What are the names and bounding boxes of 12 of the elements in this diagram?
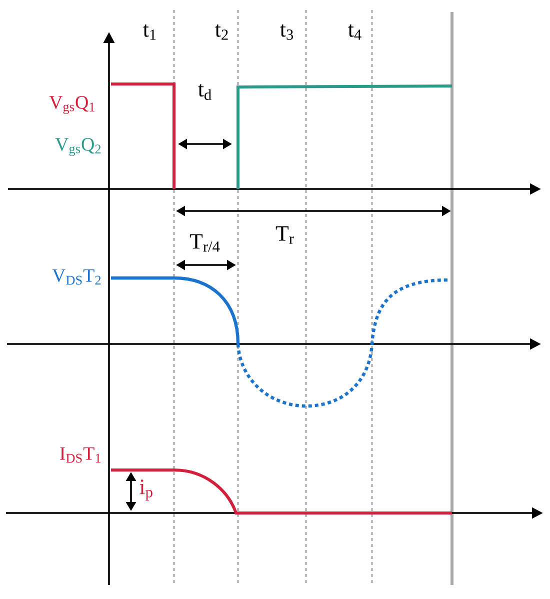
signal-label: V$_{DS}$T$_{2}$ — [52, 269, 101, 285]
signal-label: V$_{gs}$Q$_{2}$ — [55, 138, 101, 156]
signal-label: I$_{DS}$T$_{1}$ — [60, 447, 100, 463]
time-label: t$_{4}$ — [348, 24, 362, 40]
dimension-label: T$_{r/4}$ — [190, 234, 220, 252]
signal-label: V$_{gs}$Q$_{1}$ — [49, 96, 94, 114]
time-label: t$_{2}$ — [215, 24, 228, 40]
dimension-label: T$_{r}$ — [276, 226, 294, 244]
dimension-label: t$_{d}$ — [198, 84, 212, 100]
dimension-label: i$_{p}$ — [140, 480, 152, 500]
time-label: t$_{1}$ — [143, 24, 156, 40]
time-label: t$_{3}$ — [280, 24, 294, 40]
